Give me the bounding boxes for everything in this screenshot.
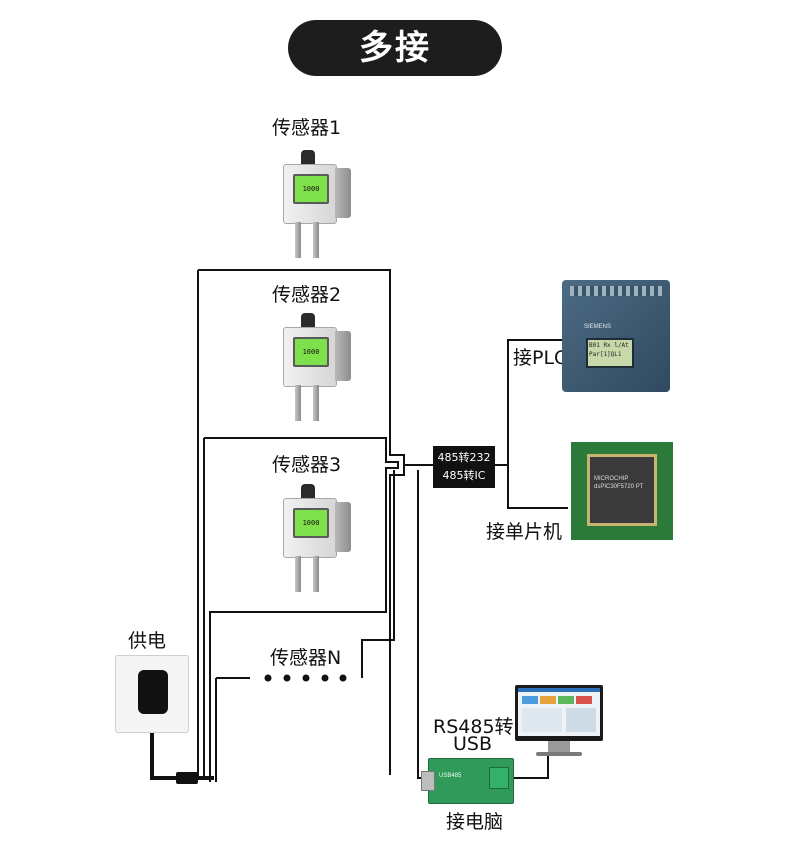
plc-device: SIEMENS B01 Rx l/At Par[1]QL1 <box>562 280 670 392</box>
mcu-label: 接单片机 <box>486 521 563 543</box>
sensor-3-device: 1000 <box>283 484 353 594</box>
wire-to-usb <box>417 470 428 779</box>
ellipsis-dot-1 <box>264 674 272 682</box>
power-socket <box>115 655 189 733</box>
sensor-3-label: 传感器3 <box>272 454 342 476</box>
monitor-screen <box>518 688 600 736</box>
plc-brand: SIEMENS <box>584 324 612 330</box>
mcu-chip-text: MICROCHIP dsPIC30F5720 PT <box>594 476 644 490</box>
computer-label: 接电脑 <box>446 811 504 833</box>
sensor-2-device: 1000 <box>283 313 353 423</box>
monitor-stand <box>548 741 570 753</box>
ellipsis-dot-4 <box>321 674 329 682</box>
ellipsis-dot-3 <box>302 674 310 682</box>
mcu-board: MICROCHIP dsPIC30F5720 PT <box>571 442 673 540</box>
mcu-chip: MICROCHIP dsPIC30F5720 PT <box>587 454 657 526</box>
usb-converter-label-1: RS485转 <box>433 716 514 738</box>
usb-converter-device: USB485 <box>421 758 514 804</box>
sensor-2-label: 传感器2 <box>272 284 342 306</box>
converter-box-line2: 485转IC <box>442 469 486 482</box>
sensor-2-lcd: 1000 <box>293 337 329 367</box>
power-label: 供电 <box>128 630 167 652</box>
wire-sensorN <box>216 470 395 679</box>
wire-sensor3 <box>204 437 399 782</box>
usb-converter-label-2: USB <box>453 733 493 755</box>
sensor-n-label: 传感器N <box>270 647 342 669</box>
wire-to-pc <box>512 756 549 779</box>
ellipsis-dot-5 <box>339 674 347 682</box>
sensor-3-lcd: 1000 <box>293 508 329 538</box>
sensor-1-lcd: 1000 <box>293 174 329 204</box>
wire-sensor1 <box>198 269 405 775</box>
usb-plug-icon <box>421 771 435 791</box>
plc-screen: B01 Rx l/At Par[1]QL1 <box>586 338 634 368</box>
plc-label: 接PLC <box>513 347 568 369</box>
terminal-block <box>489 767 509 789</box>
power-adapter <box>138 670 168 714</box>
power-connector <box>176 772 198 784</box>
ellipsis-dot-2 <box>283 674 291 682</box>
converter-box-line1: 485转232 <box>437 451 491 464</box>
usb-converter-board-text: USB485 <box>439 773 462 779</box>
monitor-base <box>536 752 582 756</box>
sensor-1-device: 1000 <box>283 150 353 260</box>
page-title: 多接 <box>288 20 502 76</box>
computer-monitor <box>515 685 603 741</box>
converter-box: 485转232 485转IC <box>433 446 495 488</box>
sensor-1-label: 传感器1 <box>272 117 342 139</box>
wire-to-plc-mcu <box>495 339 568 509</box>
